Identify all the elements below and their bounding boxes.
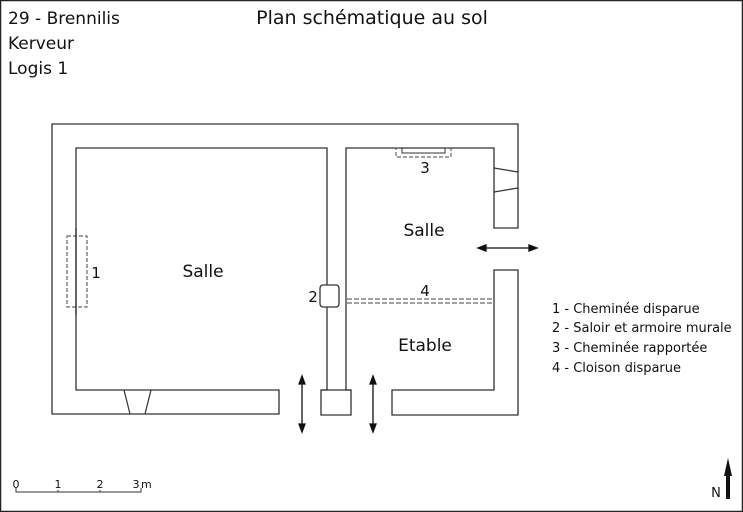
saloir-2 xyxy=(319,284,340,308)
arrow-icon xyxy=(298,374,306,434)
room-salle-west: Salle xyxy=(182,262,223,282)
marker-1: 1 xyxy=(91,264,101,282)
fireplace-1 xyxy=(66,228,88,315)
legend: 1 - Cheminée disparue 2 - Saloir et armo… xyxy=(552,302,732,376)
partition-4 xyxy=(347,298,494,304)
legend-item-3: 3 - Cheminée rapportée xyxy=(552,341,707,356)
walls xyxy=(51,123,519,416)
arrow-icon xyxy=(476,244,539,252)
location-line-3: Logis 1 xyxy=(8,59,68,79)
wall-outline-north-west xyxy=(51,123,519,416)
scale-tick-1: 1 xyxy=(55,478,62,491)
scale-tick-0: 0 xyxy=(13,478,20,491)
legend-item-2: 2 - Saloir et armoire murale xyxy=(552,321,732,336)
room-salle-east: Salle xyxy=(403,221,444,241)
scale-unit: m xyxy=(141,478,152,491)
fireplace-3 xyxy=(395,147,452,158)
arrow-icon xyxy=(369,374,377,434)
wall-south-east xyxy=(391,269,519,416)
access-arrows xyxy=(298,244,539,434)
north-arrow-icon: N xyxy=(711,458,732,501)
north-label: N xyxy=(711,486,721,501)
marker-4: 4 xyxy=(420,282,430,300)
window-south xyxy=(123,389,131,415)
scale-tick-3: 3 xyxy=(133,478,140,491)
location-line-2: Kerveur xyxy=(8,34,74,54)
page-title: Plan schématique au sol xyxy=(256,7,488,29)
marker-3: 3 xyxy=(420,159,430,177)
legend-item-4: 4 - Cloison disparue xyxy=(552,361,681,376)
scale-bar: 0 1 2 3 m xyxy=(13,478,152,493)
room-etable: Etable xyxy=(398,336,452,356)
scale-tick-2: 2 xyxy=(97,478,104,491)
marker-2: 2 xyxy=(308,288,318,306)
legend-item-1: 1 - Cheminée disparue xyxy=(552,302,700,317)
window-east xyxy=(493,167,519,173)
location-line-1: 29 - Brennilis xyxy=(8,9,120,29)
